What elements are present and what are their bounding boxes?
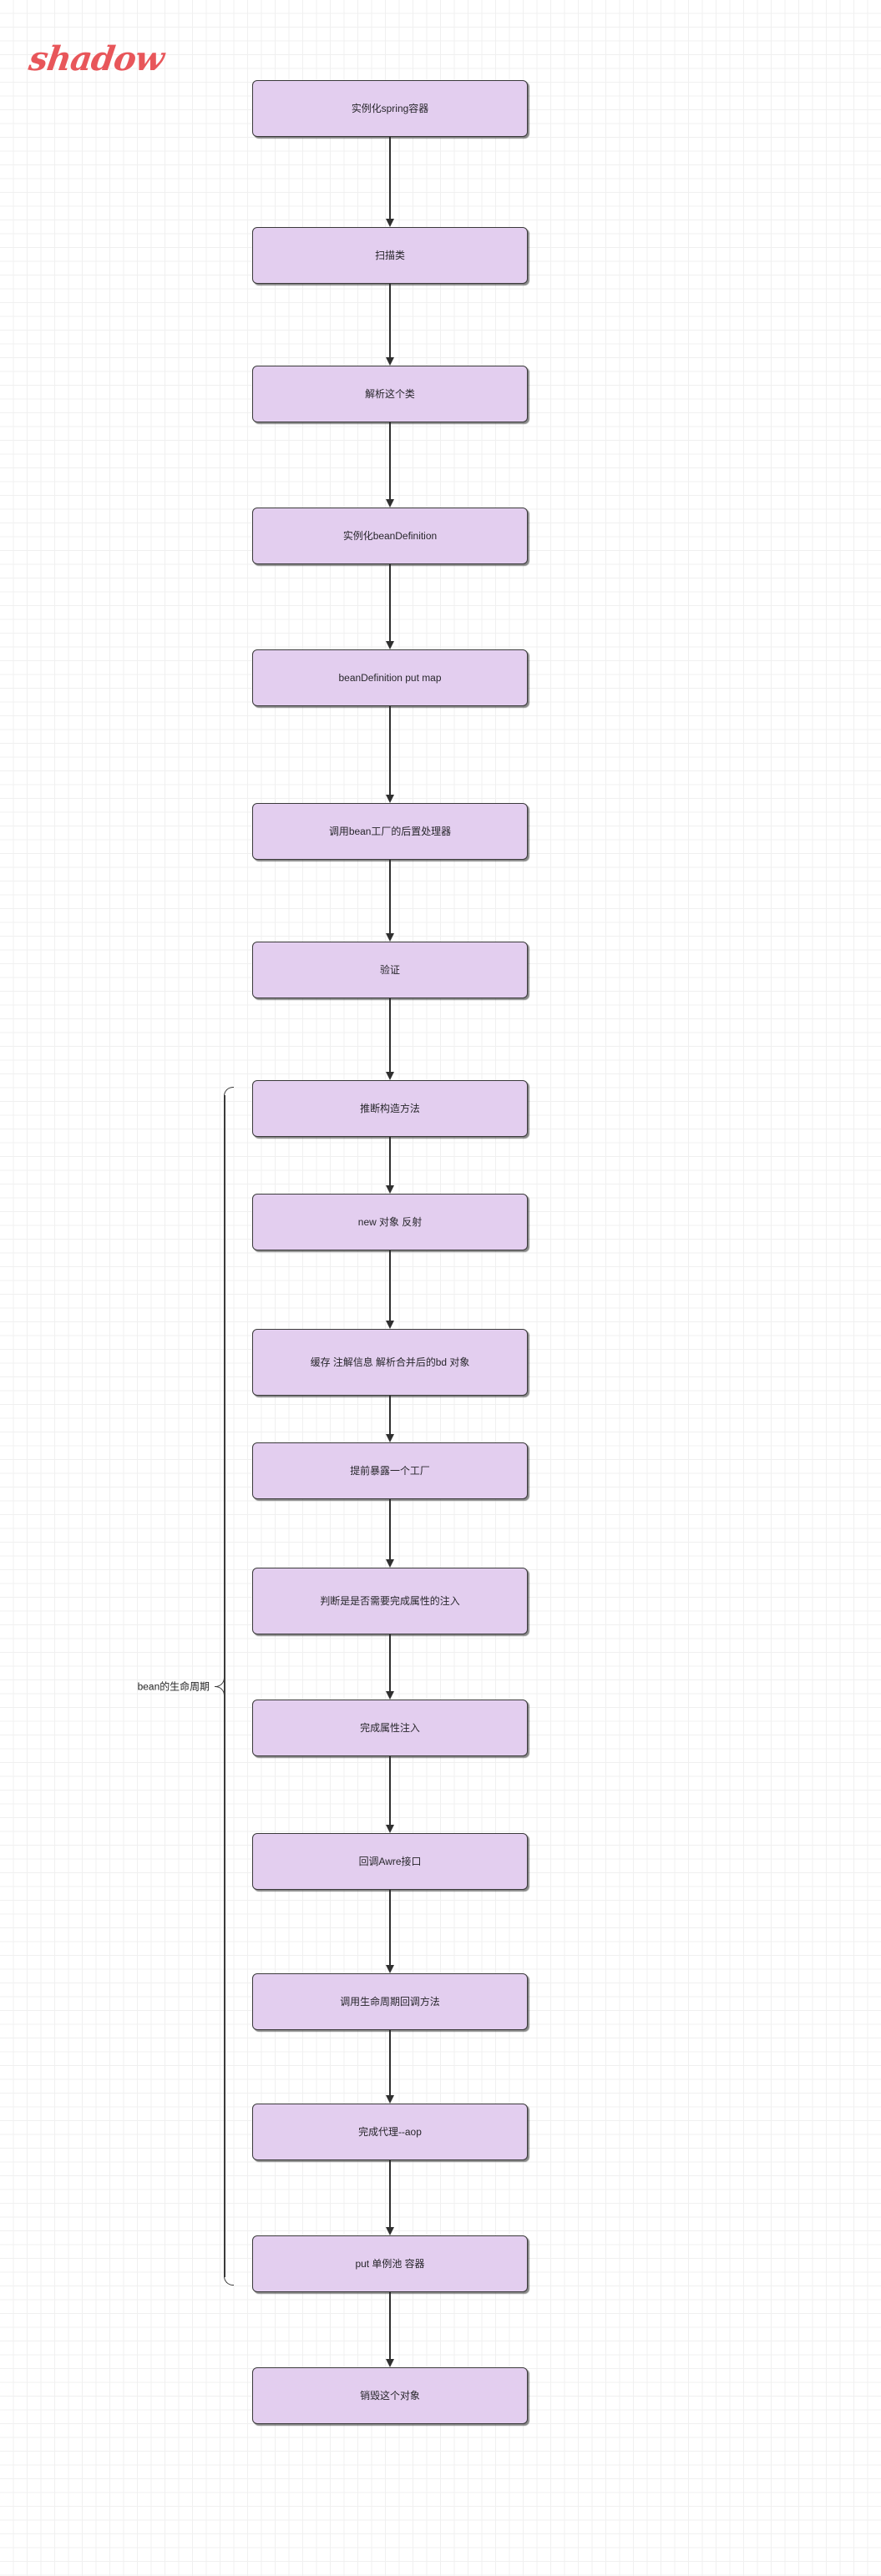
flow-connector <box>389 284 391 357</box>
arrowhead-icon <box>385 795 394 803</box>
flow-connector <box>389 1890 391 1965</box>
flow-node[interactable]: 推断构造方法 <box>252 1080 528 1137</box>
flow-connector <box>389 1499 391 1559</box>
flow-node[interactable]: 实例化spring容器 <box>252 80 528 137</box>
flow-connector <box>389 1756 391 1825</box>
flow-node[interactable]: 提前暴露一个工厂 <box>252 1442 528 1499</box>
flow-node[interactable]: 验证 <box>252 942 528 998</box>
flow-node[interactable]: 调用生命周期回调方法 <box>252 1973 528 2030</box>
flow-connector <box>389 2292 391 2359</box>
arrowhead-icon <box>385 1434 394 1442</box>
flow-node[interactable]: 调用bean工厂的后置处理器 <box>252 803 528 860</box>
arrowhead-icon <box>385 2359 394 2367</box>
arrowhead-icon <box>385 499 394 508</box>
arrowhead-icon <box>385 1072 394 1080</box>
flow-connector <box>389 706 391 795</box>
flow-node[interactable]: new 对象 反射 <box>252 1194 528 1250</box>
flow-node[interactable]: 完成代理--aop <box>252 2104 528 2160</box>
flow-node[interactable]: 扫描类 <box>252 227 528 284</box>
flow-node[interactable]: 判断是是否需要完成属性的注入 <box>252 1568 528 1634</box>
flow-connector <box>389 1634 391 1691</box>
flow-connector <box>389 137 391 219</box>
flow-connector <box>389 564 391 641</box>
flow-connector <box>389 2030 391 2095</box>
flow-node[interactable]: 缓存 注解信息 解析合并后的bd 对象 <box>252 1329 528 1396</box>
flow-connector <box>389 1396 391 1434</box>
bracket-cap-bottom <box>224 2275 234 2286</box>
flow-node[interactable]: beanDefinition put map <box>252 649 528 706</box>
arrowhead-icon <box>385 933 394 942</box>
lifecycle-bracket-label: bean的生命周期 <box>137 1680 210 1693</box>
arrowhead-icon <box>385 219 394 227</box>
flow-node[interactable]: 回调Awre接口 <box>252 1833 528 1890</box>
flow-node[interactable]: 完成属性注入 <box>252 1700 528 1756</box>
flow-connector <box>389 998 391 1072</box>
flow-node[interactable]: 实例化beanDefinition <box>252 508 528 564</box>
lifecycle-bracket: bean的生命周期 <box>138 1087 234 2286</box>
arrowhead-icon <box>385 1825 394 1833</box>
arrowhead-icon <box>385 1185 394 1194</box>
flow-node[interactable]: 销毁这个对象 <box>252 2367 528 2424</box>
flow-connector <box>389 1250 391 1321</box>
arrowhead-icon <box>385 1965 394 1973</box>
arrowhead-icon <box>385 357 394 366</box>
flow-connector <box>389 860 391 933</box>
bracket-stem <box>224 1095 225 2277</box>
arrowhead-icon <box>385 1691 394 1700</box>
arrowhead-icon <box>385 2095 394 2104</box>
flow-node[interactable]: put 单例池 容器 <box>252 2235 528 2292</box>
arrowhead-icon <box>385 1321 394 1329</box>
flow-connector <box>389 2160 391 2227</box>
flow-connector <box>389 422 391 499</box>
shadow-watermark: shadow <box>26 39 166 78</box>
bracket-cap-top <box>224 1087 234 1097</box>
arrowhead-icon <box>385 2227 394 2235</box>
flow-connector <box>389 1137 391 1185</box>
arrowhead-icon <box>385 1559 394 1568</box>
arrowhead-icon <box>385 641 394 649</box>
flow-node[interactable]: 解析这个类 <box>252 366 528 422</box>
